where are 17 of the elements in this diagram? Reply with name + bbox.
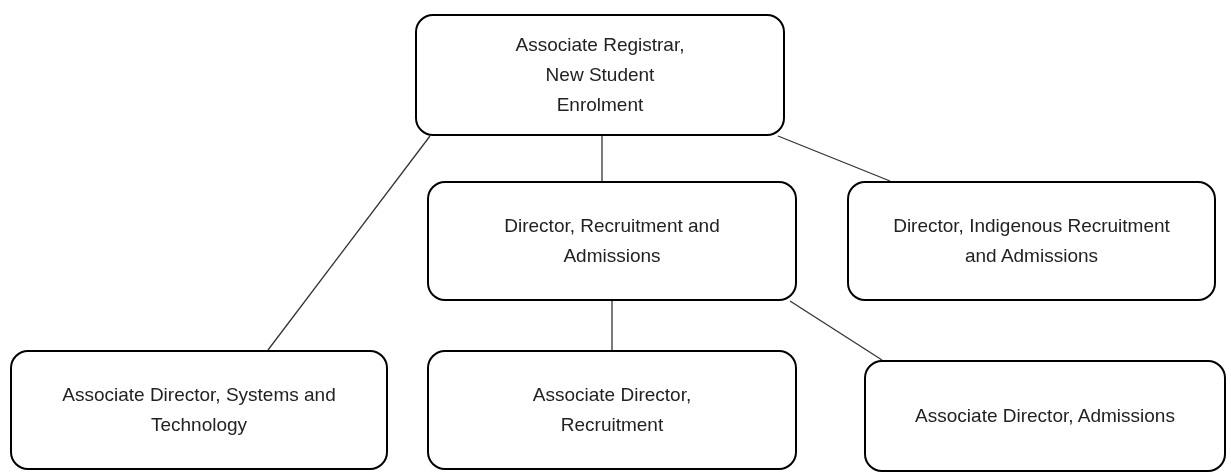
connector-line	[611, 300, 613, 351]
role-title: Director, Recruitment and Admissions	[503, 214, 721, 268]
role-title: Associate Registrar, New Student Enrolment	[514, 33, 686, 117]
connector-line	[601, 135, 603, 182]
connector-line	[267, 135, 431, 351]
role-box	[847, 181, 1216, 301]
connector-line	[789, 300, 883, 361]
role-box	[427, 181, 797, 301]
role-title: Associate Director, Recruitment	[531, 383, 693, 437]
role-title: Associate Director, Admissions	[915, 404, 1175, 428]
role-box	[415, 14, 785, 136]
role-box	[427, 350, 797, 470]
role-box	[10, 350, 388, 470]
role-title: Director, Indigenous Recruitment and Admissions	[892, 214, 1171, 268]
connector-line	[777, 135, 891, 182]
role-box	[864, 360, 1226, 472]
role-title: Associate Director, Systems and Technology	[61, 383, 337, 437]
